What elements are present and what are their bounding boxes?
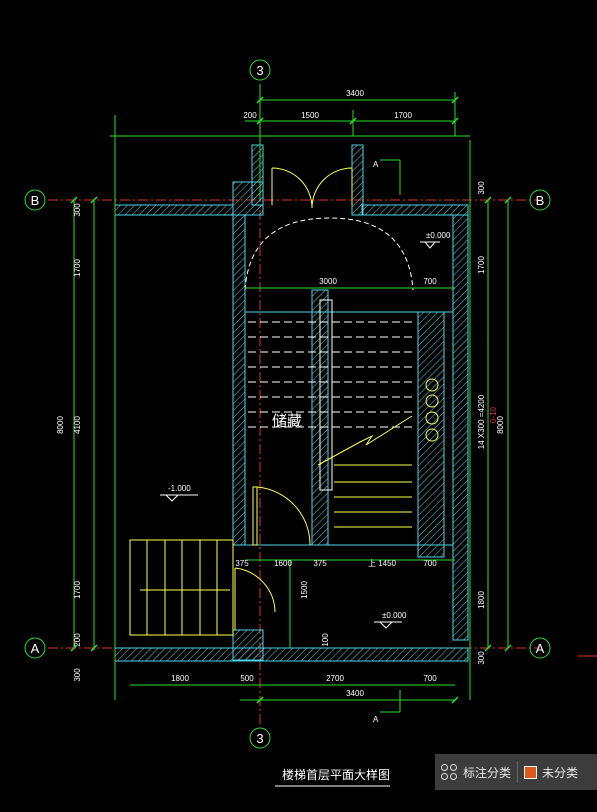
dim-inner-375a: 375 bbox=[235, 559, 249, 568]
axis-bubble-3-bottom: 3 bbox=[249, 727, 271, 749]
break-line bbox=[317, 415, 413, 466]
section-mark-top: A bbox=[373, 160, 379, 169]
arch bbox=[244, 217, 414, 291]
uncategorized-label: 未分类 bbox=[542, 765, 579, 780]
drawing-title: 楼梯首层平面大样图 bbox=[282, 767, 390, 782]
svg-text:B: B bbox=[31, 193, 40, 208]
dim-inner-375b: 375 bbox=[313, 559, 327, 568]
axis-bubble-B-left: B bbox=[24, 189, 46, 211]
annotate-category-button[interactable]: 标注分类 bbox=[435, 754, 517, 790]
dimension-lines bbox=[73, 84, 509, 713]
dim-bot-2700: 2700 bbox=[326, 674, 344, 683]
dim-left-1700-top: 1700 bbox=[73, 259, 82, 277]
svg-text:±0.000: ±0.000 bbox=[382, 611, 407, 620]
dim-top-200: 200 bbox=[243, 111, 257, 120]
axis-bubble-A-left: A bbox=[24, 637, 46, 659]
svg-text:-1.000: -1.000 bbox=[168, 484, 191, 493]
dim-right-300-top: 300 bbox=[477, 181, 486, 195]
dim-bot-700: 700 bbox=[423, 674, 437, 683]
room-label: 储藏 bbox=[272, 412, 302, 430]
red-mark-label: 0-10 bbox=[489, 406, 498, 423]
dim-left-300-bot: 300 bbox=[73, 668, 82, 682]
pipe-circles bbox=[425, 378, 439, 442]
toolbar-divider bbox=[517, 761, 519, 783]
dim-top-1700: 1700 bbox=[394, 111, 412, 120]
stair-treads-upper bbox=[248, 321, 412, 428]
level-mark-left: -1.000 bbox=[160, 484, 198, 502]
dim-left-200: 200 bbox=[73, 633, 82, 647]
lower-stair bbox=[129, 539, 234, 636]
dim-left-300-top: 300 bbox=[73, 203, 82, 217]
axis-bubble-B-right: B bbox=[529, 189, 551, 211]
dim-inner-1600: 1600 bbox=[274, 559, 292, 568]
level-mark-lower-right: ±0.000 bbox=[374, 611, 407, 629]
dim-inner-3000: 3000 bbox=[319, 277, 337, 286]
svg-text:3: 3 bbox=[256, 731, 263, 746]
doors bbox=[234, 167, 353, 630]
dim-inner-700-mid: 700 bbox=[423, 559, 437, 568]
dim-left-overall: 8000 bbox=[56, 416, 65, 434]
section-mark-bottom: A bbox=[373, 715, 379, 724]
annotate-category-label: 标注分类 bbox=[463, 765, 512, 780]
svg-text:±0.000: ±0.000 bbox=[426, 231, 451, 240]
axis-bubble-A-right: A bbox=[529, 637, 551, 659]
annotation-toolbar: 标注分类 未分类 bbox=[435, 754, 597, 790]
svg-text:B: B bbox=[536, 193, 545, 208]
uncategorized-button[interactable]: 未分类 bbox=[518, 754, 584, 790]
dimension-ticks bbox=[70, 96, 512, 704]
svg-text:A: A bbox=[31, 641, 40, 656]
dim-left-4100: 4100 bbox=[73, 416, 82, 434]
dim-right-300-bot: 300 bbox=[477, 651, 486, 665]
landing-outline bbox=[244, 311, 454, 546]
svg-text:3: 3 bbox=[256, 63, 263, 78]
dim-inner-1500: 1500 bbox=[300, 581, 309, 599]
dim-inner-up: 上 1450 bbox=[368, 559, 397, 568]
dim-left-1700-bot: 1700 bbox=[73, 581, 82, 599]
dim-inner-700-top: 700 bbox=[423, 277, 437, 286]
dim-top-1500: 1500 bbox=[301, 111, 319, 120]
dim-right-overall: 8000 bbox=[496, 416, 505, 434]
dim-right-1800: 1800 bbox=[477, 591, 486, 609]
handrail-post bbox=[319, 299, 333, 491]
level-mark-upper: ±0.000 bbox=[420, 231, 451, 249]
dim-top-overall: 3400 bbox=[346, 89, 364, 98]
dim-right-stairs: 14 X300 =4200 bbox=[477, 394, 486, 449]
dim-right-1700: 1700 bbox=[477, 256, 486, 274]
color-swatch-icon bbox=[524, 765, 538, 779]
dim-inner-100: 100 bbox=[321, 633, 330, 647]
axis-bubble-3-top: 3 bbox=[249, 59, 271, 81]
dim-bot-overall: 3400 bbox=[346, 689, 364, 698]
grid-icon bbox=[441, 764, 457, 780]
walls bbox=[114, 144, 469, 662]
dim-bot-1800: 1800 bbox=[171, 674, 189, 683]
dim-bot-500: 500 bbox=[240, 674, 254, 683]
svg-text:A: A bbox=[536, 641, 545, 656]
stair-treads-lower bbox=[334, 464, 412, 528]
